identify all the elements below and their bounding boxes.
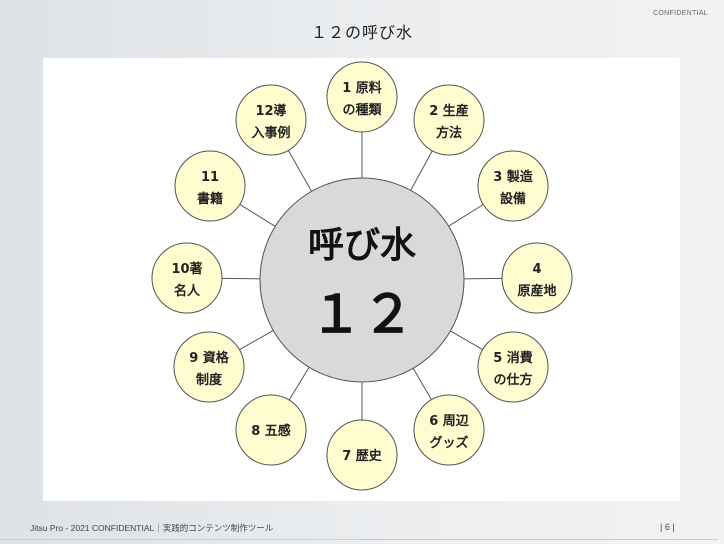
connector-lines: [221, 132, 503, 420]
connector-line: [409, 150, 433, 193]
footer-text: Jitsu Pro - 2021 CONFIDENTIAL｜実践的コンテンツ制作…: [30, 523, 274, 533]
node-label-line2: 方法: [436, 125, 462, 141]
node-circle: [151, 242, 223, 314]
node-label-line1: 7 歴史: [342, 448, 383, 464]
node-label-line2: グッズ: [429, 435, 468, 451]
node-label-line1: 2 生産: [429, 103, 469, 119]
node-label-line1: 4: [532, 262, 541, 277]
node-4: 4 原産地: [501, 242, 573, 314]
node-label-line2: 書籍: [197, 191, 223, 207]
connector-line: [446, 204, 484, 228]
node-circle: [173, 331, 245, 403]
footer-divider: [0, 539, 718, 540]
node-circle: [326, 419, 398, 491]
connector-line: [448, 329, 483, 350]
node-label-line1: 6 周辺: [429, 414, 469, 429]
node-label-line2: 原産地: [517, 283, 556, 299]
node-label-line1: 10著: [171, 261, 202, 277]
node-7: 7 歴史: [326, 419, 398, 491]
node-label-line1: 12導: [255, 103, 286, 119]
node-circle: [326, 61, 398, 133]
node-label-line2: 入事例: [251, 125, 290, 141]
node-label-line1: 5 消費: [493, 350, 533, 366]
center-label-title: 呼び水: [308, 225, 417, 266]
node-label-line1: 3 製造: [493, 169, 534, 185]
center-node: 呼び水 １２: [259, 177, 465, 383]
node-circle: [501, 242, 573, 314]
node-circle: [477, 150, 549, 222]
node-label-line2: 制度: [196, 372, 223, 388]
connector-line: [287, 150, 313, 194]
connector-line: [288, 365, 311, 401]
node-8: 8 五感: [235, 394, 307, 466]
node-label-line2: 設備: [500, 191, 526, 207]
connector-line: [239, 328, 276, 351]
slide-title: １２の呼び水: [310, 23, 413, 42]
page-number: | 6 |: [660, 522, 675, 532]
node-circle: [413, 394, 485, 466]
node-circle: [413, 84, 485, 156]
node-label-line2: の仕方: [493, 372, 532, 388]
node-circle: [477, 331, 549, 403]
connector-line: [239, 203, 278, 228]
node-label-line1: 1 原料: [342, 80, 382, 96]
node-label-line1: 11: [201, 170, 219, 185]
node-circle: [174, 150, 246, 222]
node-label-line1: 8 五感: [251, 423, 291, 439]
connector-line: [411, 366, 432, 400]
node-label-line2: 名人: [174, 283, 201, 299]
center-label-number: １２: [310, 285, 414, 345]
confidential-label: CONFIDENTIAL: [653, 10, 708, 17]
node-11: 11 書籍: [174, 150, 246, 222]
center-circle: [259, 177, 465, 383]
node-circle: [235, 84, 307, 156]
node-label-line2: の種類: [342, 102, 382, 118]
node-label-line1: 9 資格: [189, 350, 230, 366]
node-circle: [235, 394, 307, 466]
